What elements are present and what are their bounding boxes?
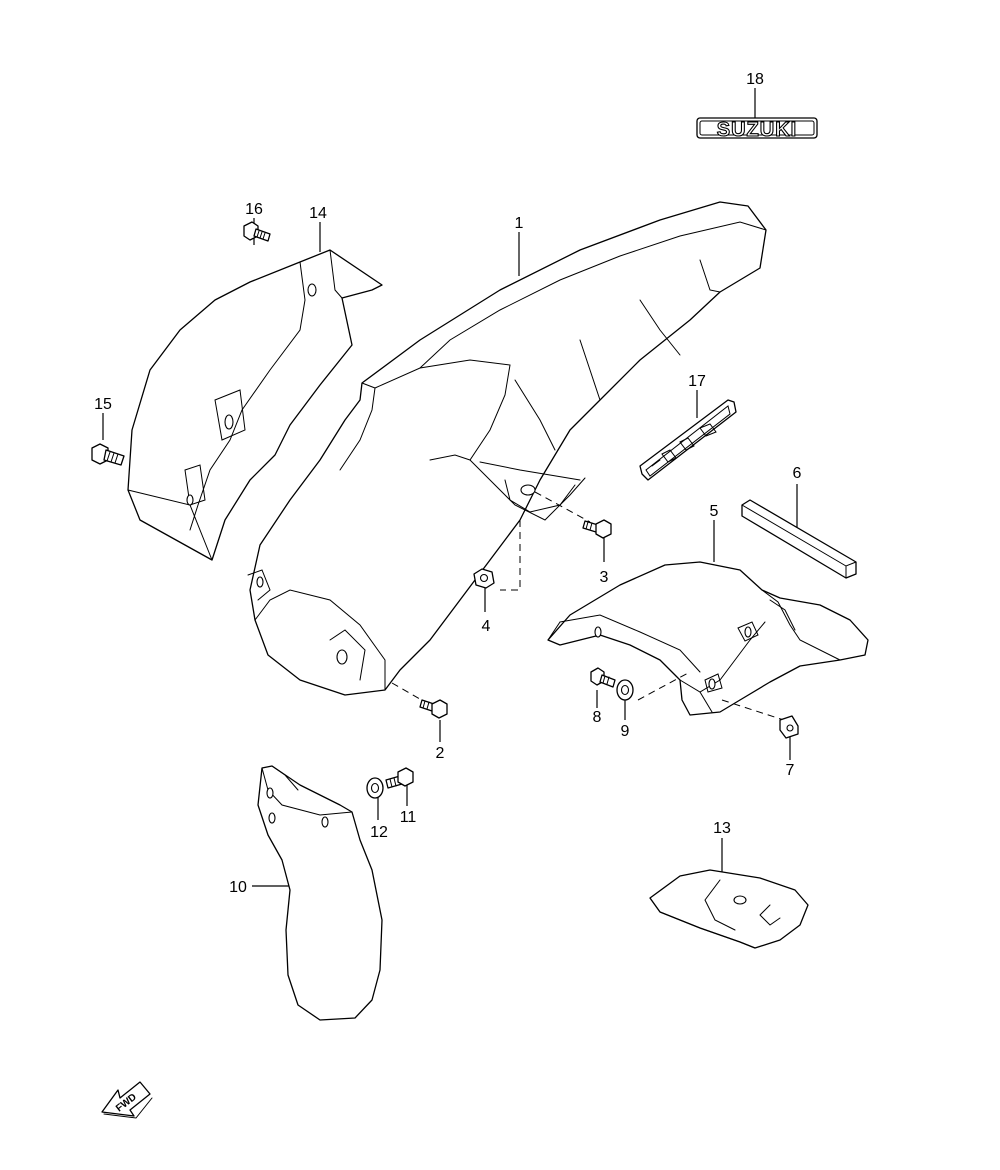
callout-14: 14: [309, 205, 327, 222]
washer-part-9[interactable]: [616, 679, 634, 720]
callout-18: 18: [746, 71, 764, 88]
suzuki-emblem[interactable]: SUZUKI: [696, 88, 818, 142]
bolt-part-2[interactable]: [419, 699, 448, 742]
callout-9: 9: [621, 723, 630, 740]
nut-part-4[interactable]: [473, 568, 495, 612]
callout-6: 6: [793, 465, 802, 482]
bolt-part-8[interactable]: [590, 667, 616, 708]
bolt-part-11[interactable]: [385, 767, 414, 806]
bolt-part-3[interactable]: [582, 519, 612, 562]
callout-4: 4: [482, 618, 491, 635]
callout-2: 2: [436, 745, 445, 762]
front-fender-part-1[interactable]: [247, 201, 767, 703]
mud-flap-part-10[interactable]: [252, 765, 383, 1021]
bolt-part-15[interactable]: [91, 413, 125, 466]
callout-3: 3: [600, 569, 609, 586]
side-cover-part-14[interactable]: [127, 222, 383, 561]
inner-fender-part-5[interactable]: [547, 520, 869, 723]
bolt-part-16[interactable]: [243, 218, 271, 245]
callout-11: 11: [400, 809, 417, 826]
callout-5: 5: [710, 503, 719, 520]
callout-10: 10: [229, 879, 247, 896]
callout-12: 12: [370, 824, 388, 841]
emblem-1100-part-17[interactable]: [639, 390, 737, 481]
strip-part-6[interactable]: [741, 484, 857, 579]
callout-1: 1: [515, 215, 524, 232]
washer-part-12[interactable]: [366, 777, 384, 820]
callout-15: 15: [94, 396, 112, 413]
callout-8: 8: [593, 709, 602, 726]
callout-7: 7: [786, 762, 795, 779]
emblem-text: SUZUKI: [717, 119, 797, 141]
clip-nut-part-7[interactable]: [779, 715, 799, 760]
callout-16: 16: [245, 201, 263, 218]
fwd-direction-arrow: FWD: [101, 1081, 153, 1119]
pad-part-13[interactable]: [649, 838, 809, 949]
callout-13: 13: [713, 820, 731, 837]
callout-17: 17: [688, 373, 706, 390]
